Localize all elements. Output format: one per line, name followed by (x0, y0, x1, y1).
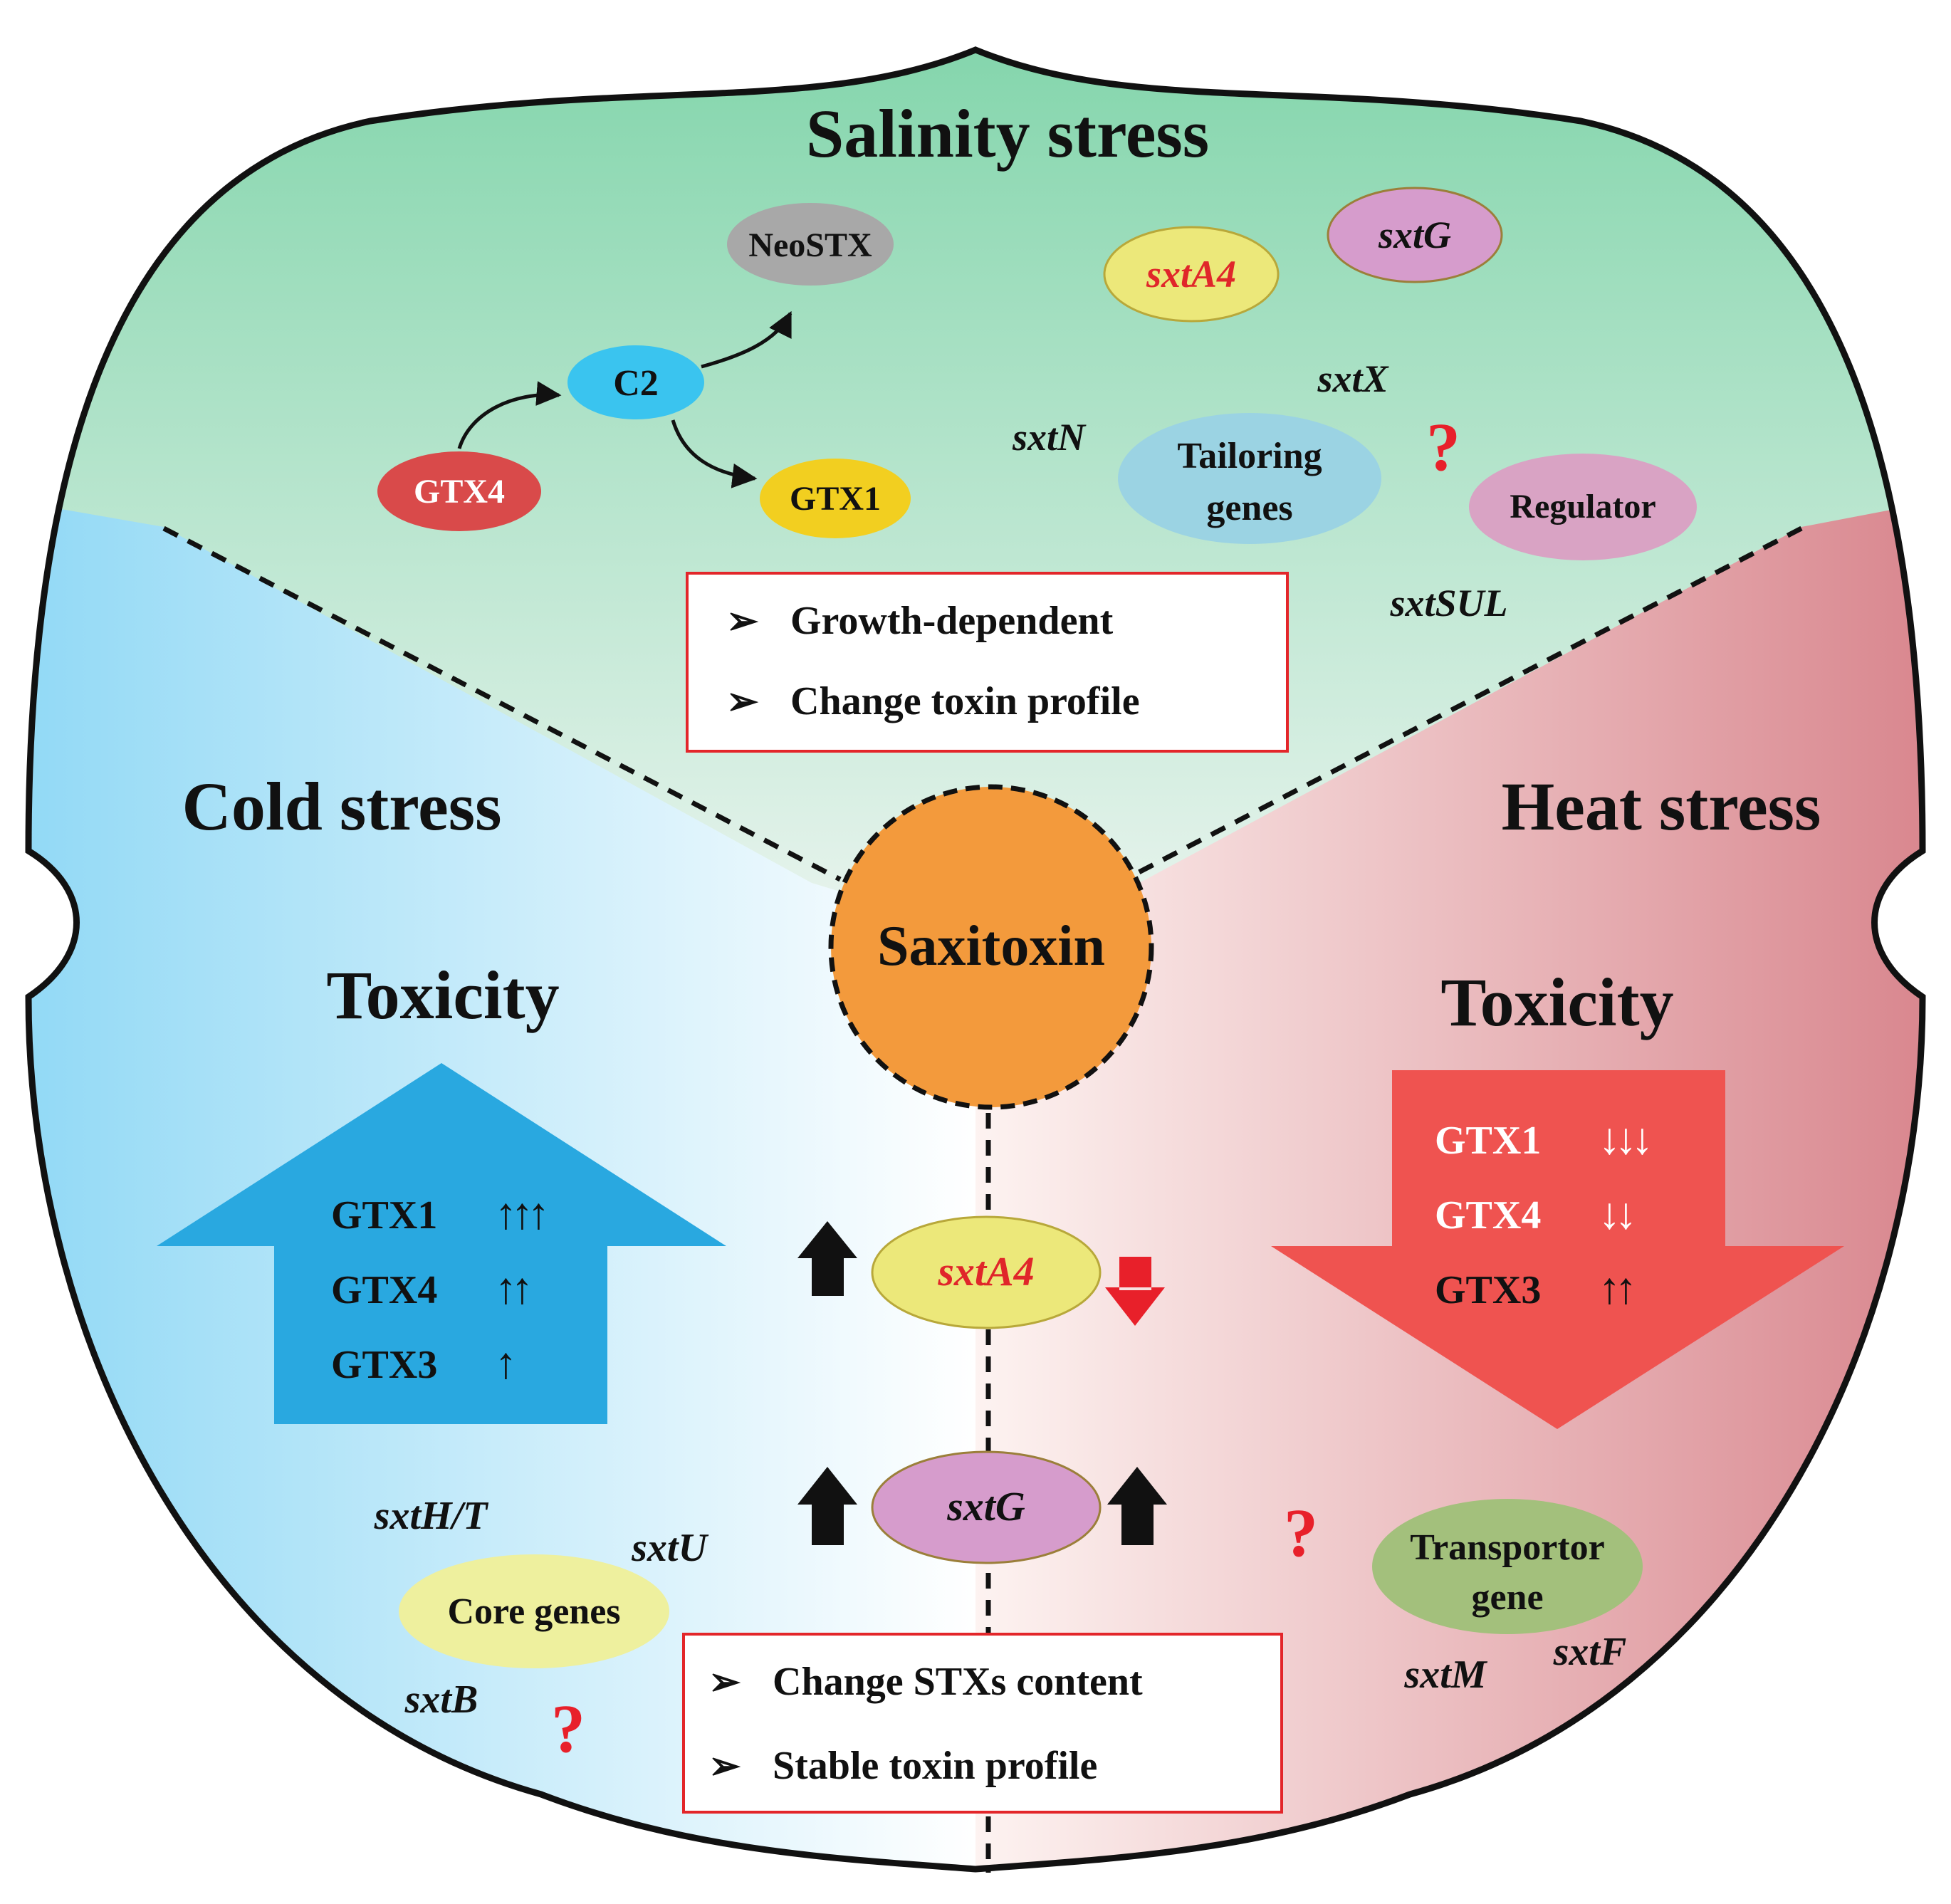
cold-gtx3-arrows: ↑ (495, 1339, 511, 1388)
salinity-note-1: Growth-dependent (790, 599, 1114, 643)
transportor-label-line2: gene (1471, 1577, 1543, 1618)
cold-title: Cold stress (182, 768, 502, 844)
transportor-label-line1: Transportor (1410, 1527, 1604, 1568)
gtx1-label: GTX1 (790, 480, 881, 518)
heat-gtx4-label: GTX4 (1435, 1193, 1541, 1238)
heat-title: Heat stress (1502, 768, 1821, 844)
saxitoxin-label: Saxitoxin (877, 915, 1105, 978)
core-genes-node (399, 1554, 669, 1668)
sxtA4-label-center: sxtA4 (937, 1248, 1034, 1294)
heat-toxicity-label: Toxicity (1440, 964, 1673, 1040)
sxtA4-node-top (1103, 226, 1280, 323)
regulator-node (1469, 454, 1697, 560)
sxtG-heat-up-arrow-icon (1107, 1467, 1167, 1545)
cell-outline (25, 46, 1926, 1873)
heat-gtx3-label: GTX3 (1435, 1268, 1541, 1312)
sxtA4-heat-down-arrow-icon (1105, 1257, 1165, 1326)
sxtN-label: sxtN (1012, 416, 1087, 459)
sxtG-node-top (1327, 187, 1503, 283)
cold-gtx1-label: GTX1 (331, 1193, 437, 1238)
sxtA4-label-top: sxtA4 (1146, 253, 1236, 295)
sxtM-label: sxtM (1403, 1653, 1487, 1697)
heat-gtx4-arrows: ↓↓ (1599, 1190, 1631, 1238)
tailoring-label-line1: Tailoring (1177, 436, 1322, 476)
neostx-node (727, 203, 894, 286)
center-note-bullet-1: ➢ (708, 1660, 741, 1703)
core-genes-label: Core genes (447, 1591, 620, 1632)
c2-node (567, 345, 704, 419)
heat-toxicity-down-arrow (1271, 1070, 1844, 1429)
heat-gtx1-label: GTX1 (1435, 1119, 1541, 1163)
cold-gtx4-label: GTX4 (331, 1268, 437, 1312)
sxtA4-node-center (871, 1215, 1102, 1329)
sxtF-label: sxtF (1553, 1630, 1627, 1674)
pathway-arrows (457, 310, 793, 488)
regulator-label: Regulator (1510, 488, 1656, 525)
salinity-question-mark: ? (1426, 409, 1460, 485)
salinity-note-bullet-1: ➢ (726, 600, 759, 642)
sxtA4-cold-up-arrow-icon (797, 1221, 857, 1296)
salinity-note-bullet-2: ➢ (726, 680, 759, 723)
gtx4-label: GTX4 (414, 473, 505, 511)
sxtB-label: sxtB (404, 1678, 478, 1722)
salinity-title: Salinity stress (806, 95, 1209, 172)
c2-label: C2 (613, 363, 659, 404)
gtx1-node (760, 459, 911, 538)
sxtU-label: sxtU (631, 1526, 708, 1570)
gtx4-node (377, 451, 541, 531)
cold-toxicity-up-arrow (157, 1063, 726, 1424)
cold-question-mark: ? (551, 1690, 585, 1767)
cold-gtx1-arrows: ↑↑↑ (495, 1190, 544, 1238)
sxtG-label-center: sxtG (946, 1483, 1025, 1529)
tailoring-genes-node (1118, 413, 1381, 544)
saxitoxin-node (828, 784, 1154, 1110)
tailoring-label-line2: genes (1206, 488, 1292, 528)
heat-question-mark: ? (1284, 1495, 1318, 1571)
heat-gtx1-arrows: ↓↓↓ (1599, 1115, 1648, 1163)
cold-gtx3-label: GTX3 (331, 1343, 437, 1387)
heat-gtx3-arrows: ↑↑ (1599, 1265, 1631, 1313)
sxtG-cold-up-arrow-icon (797, 1467, 857, 1545)
salinity-note-2: Change toxin profile (790, 679, 1140, 723)
neostx-label: NeoSTX (748, 226, 872, 264)
transportor-gene-node (1372, 1499, 1643, 1634)
sxtSUL-label: sxtSUL (1389, 582, 1507, 624)
sxtG-label-top: sxtG (1378, 214, 1451, 256)
sxtG-node-center (871, 1450, 1102, 1564)
center-note-1: Change STXs content (773, 1660, 1143, 1704)
center-note-bullet-2: ➢ (708, 1745, 741, 1787)
sxtHT-label: sxtH/T (374, 1494, 489, 1538)
cold-toxicity-label: Toxicity (326, 957, 559, 1033)
center-note-2: Stable toxin profile (773, 1744, 1097, 1788)
center-note-box (682, 1633, 1283, 1814)
cold-gtx4-arrows: ↑↑ (495, 1265, 528, 1313)
sxtX-label: sxtX (1317, 357, 1389, 400)
salinity-note-box (686, 572, 1289, 753)
